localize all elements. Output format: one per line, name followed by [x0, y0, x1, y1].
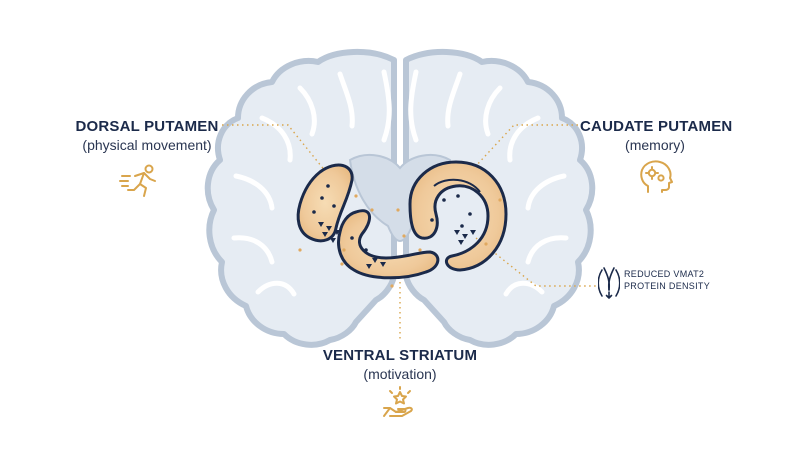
leader-vmat2 — [475, 237, 596, 287]
hand-star-icon — [383, 386, 413, 417]
label-caudate-putamen: CAUDATE PUTAMEN (memory) — [580, 117, 733, 154]
dorsal-putamen-subtitle: (physical movement) — [82, 137, 212, 153]
label-ventral-striatum: VENTRAL STRIATUM (motivation) — [316, 346, 484, 383]
ventral-striatum-title: VENTRAL STRIATUM — [322, 347, 478, 364]
dorsal-putamen-region — [296, 163, 440, 280]
brain-section — [204, 49, 596, 348]
vmat2-label-line1: REDUCED VMAT2 — [624, 269, 705, 279]
vmat2-label-line2: PROTEIN DENSITY — [624, 281, 711, 291]
ventral-striatum-region — [337, 209, 440, 280]
leader-caudate — [473, 124, 578, 169]
gyri-lines — [231, 69, 569, 297]
label-dorsal-putamen: DORSAL PUTAMEN (physical movement) — [62, 117, 232, 154]
dorsal-putamen-title: DORSAL PUTAMEN — [75, 118, 219, 135]
vmat2-label: REDUCED VMAT2 PROTEIN DENSITY — [624, 268, 744, 292]
running-person-icon — [119, 164, 156, 197]
caudate-putamen-title: CAUDATE PUTAMEN — [580, 118, 733, 135]
caudate-putamen-region — [408, 160, 508, 272]
ventral-striatum-subtitle: (motivation) — [363, 366, 437, 382]
leader-lines — [222, 124, 596, 342]
caudate-putamen-subtitle: (memory) — [625, 137, 685, 153]
dopamine-markers — [312, 184, 476, 269]
faint-dots — [298, 194, 502, 288]
head-gears-icon — [640, 160, 673, 193]
transporter-protein-icon — [598, 267, 620, 299]
leader-dorsal — [222, 124, 327, 173]
